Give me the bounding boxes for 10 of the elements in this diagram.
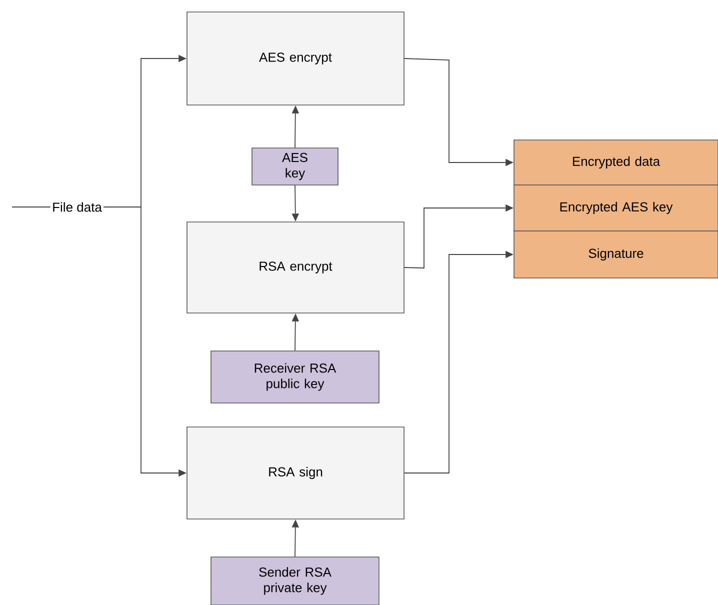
key-box: Sender RSA private key xyxy=(210,556,380,605)
file-data-label: File data xyxy=(50,200,104,214)
output-field-box: Encrypted data xyxy=(514,140,718,186)
output-field-box: Encrypted AES key xyxy=(514,184,718,232)
key-box: Receiver RSA public key xyxy=(210,350,380,404)
process-box: RSA encrypt xyxy=(186,222,404,314)
process-box: AES encrypt xyxy=(186,12,404,106)
output-field-box: Signature xyxy=(514,230,718,278)
process-box: RSA sign xyxy=(186,426,404,520)
key-box: AES key xyxy=(252,148,338,186)
